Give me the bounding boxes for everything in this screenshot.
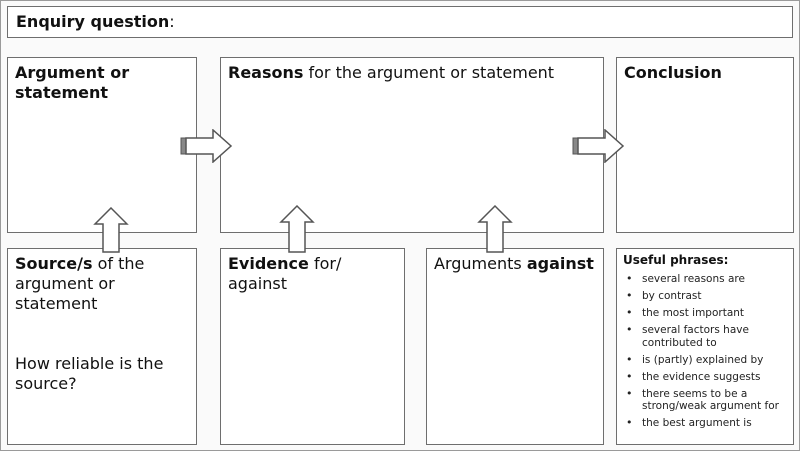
useful-phrase-item: the most important [623, 307, 789, 320]
useful-phrase-item: the best argument is [623, 417, 789, 430]
evidence-title: Evidence for/ against [228, 254, 398, 294]
source-reliability-question: How reliable is the source? [15, 354, 164, 393]
source-title-rest: of the argument or statement [15, 254, 145, 313]
argument-title-bold: Argument or statement [15, 63, 130, 102]
arguments-against-box: Arguments against [426, 248, 604, 445]
useful-phrase-item: several factors have contributed to [623, 324, 789, 349]
up-arrow-icon [477, 205, 513, 253]
enquiry-question-label: Enquiry question: [16, 12, 786, 32]
useful-phrase-item: several reasons are [623, 273, 789, 286]
useful-phrase-item: the evidence suggests [623, 371, 789, 384]
source-title: Source/s of the argument or statement [15, 254, 190, 314]
right-arrow-icon [180, 129, 233, 163]
useful-phrases-title: Useful phrases: [623, 253, 729, 267]
arguments-against-title: Arguments against [434, 254, 597, 274]
evidence-title-bold: Evidence [228, 254, 309, 273]
reasons-title-bold: Reasons [228, 63, 304, 82]
evidence-title-rest: for/ against [228, 254, 342, 293]
enquiry-question-box: Enquiry question: [7, 6, 793, 38]
reasons-title: Reasons for the argument or statement [228, 63, 597, 83]
source-title-bold: Source/s [15, 254, 93, 273]
useful-phrase-item: is (partly) explained by [623, 354, 789, 367]
conclusion-box: Conclusion [616, 57, 794, 233]
conclusion-title: Conclusion [624, 63, 787, 83]
up-arrow-icon [279, 205, 315, 253]
conclusion-title-bold: Conclusion [624, 63, 722, 82]
enquiry-question-label-colon: : [169, 12, 175, 31]
argument-title: Argument or statement [15, 63, 190, 103]
reasons-title-rest: for the argument or statement [303, 63, 555, 82]
argument-box: Argument or statement [7, 57, 197, 233]
right-arrow-icon [572, 129, 625, 163]
enquiry-question-label-bold: Enquiry question [16, 12, 170, 31]
arguments-against-title-bold: against [526, 254, 594, 273]
evidence-box: Evidence for/ against [220, 248, 405, 445]
useful-phrases-list: several reasons are by contrast the most… [623, 273, 789, 434]
up-arrow-icon [93, 207, 129, 253]
arguments-against-title-rest: Arguments [434, 254, 527, 273]
reasons-box: Reasons for the argument or statement [220, 57, 604, 233]
useful-phrases-box: Useful phrases: several reasons are by c… [616, 248, 794, 445]
source-box: Source/s of the argument or statement Ho… [7, 248, 197, 445]
useful-phrase-item: there seems to be a strong/weak argument… [623, 388, 789, 413]
useful-phrase-item: by contrast [623, 290, 789, 303]
